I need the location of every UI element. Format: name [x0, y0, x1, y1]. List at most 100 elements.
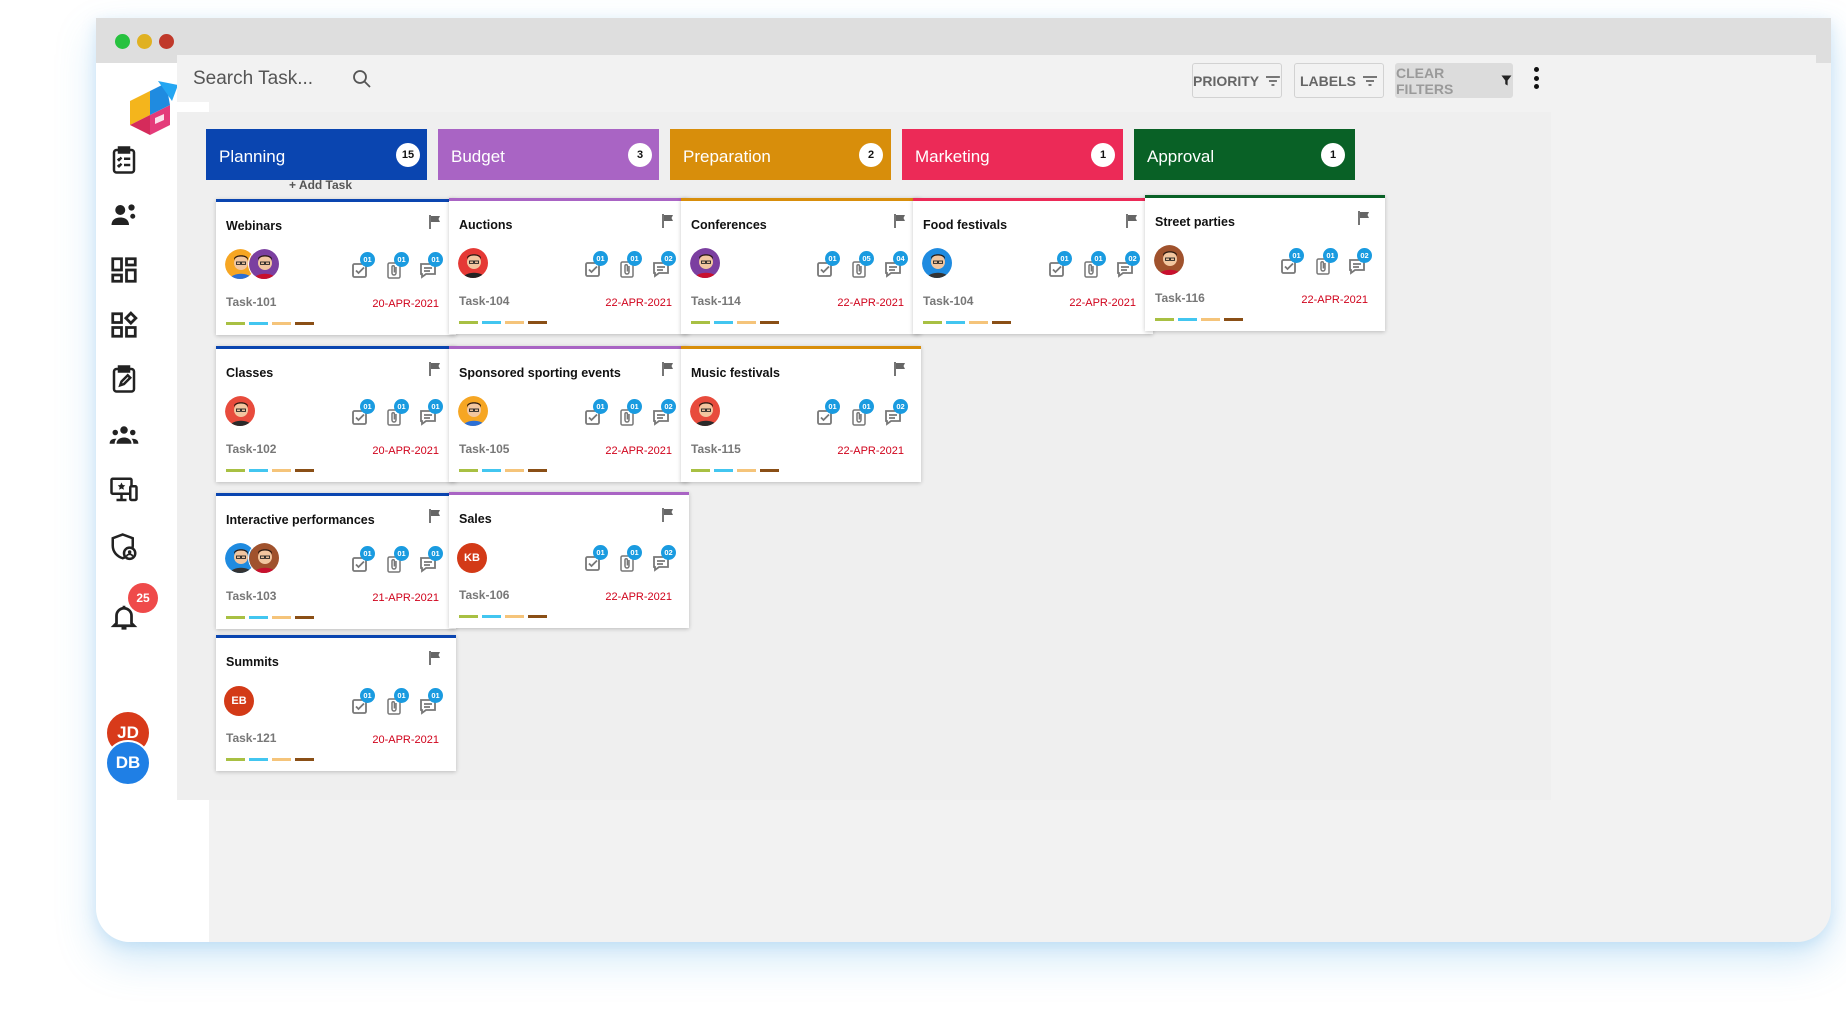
label-chip[interactable] — [459, 321, 478, 324]
priority-filter-button[interactable]: PRIORITY — [1192, 63, 1282, 98]
label-chip[interactable] — [482, 469, 501, 472]
assignee-avatar[interactable] — [457, 395, 489, 427]
assignee-avatar[interactable] — [224, 395, 256, 427]
label-chip[interactable] — [505, 469, 524, 472]
label-chip[interactable] — [969, 321, 988, 324]
stat-attachment[interactable]: 05 — [849, 251, 874, 279]
label-chip[interactable] — [272, 322, 291, 325]
search-input[interactable] — [193, 64, 423, 94]
label-chip[interactable] — [295, 469, 314, 472]
stat-comment[interactable]: 02 — [651, 545, 676, 573]
user-avatar-db[interactable]: DB — [105, 740, 151, 786]
flag-icon[interactable] — [892, 213, 908, 229]
column-header-planning[interactable]: Planning 15 — [206, 129, 427, 180]
assignee-initials-avatar[interactable]: KB — [457, 543, 487, 573]
stat-attachment[interactable]: 01 — [617, 251, 642, 279]
label-chip[interactable] — [459, 615, 478, 618]
label-chip[interactable] — [691, 321, 710, 324]
stat-comment[interactable]: 02 — [651, 399, 676, 427]
label-chip[interactable] — [528, 469, 547, 472]
edit-task-icon[interactable] — [107, 362, 141, 396]
label-chip[interactable] — [226, 758, 245, 761]
more-options-icon[interactable] — [1531, 67, 1541, 89]
assignee-avatar[interactable] — [457, 247, 489, 279]
stat-attachment[interactable]: 01 — [384, 399, 409, 427]
stat-comment[interactable]: 02 — [883, 399, 908, 427]
stat-attachment[interactable]: 01 — [384, 688, 409, 716]
label-chip[interactable] — [295, 758, 314, 761]
flag-icon[interactable] — [1124, 213, 1140, 229]
flag-icon[interactable] — [427, 508, 443, 524]
stat-comment[interactable]: 04 — [883, 251, 908, 279]
column-header-preparation[interactable]: Preparation 2 — [670, 129, 891, 180]
stat-checklist[interactable]: 01 — [350, 399, 375, 427]
notifications-bell-icon[interactable] — [107, 600, 141, 634]
add-task-button[interactable]: + Add Task — [289, 178, 353, 192]
stat-comment[interactable]: 02 — [1347, 248, 1372, 276]
label-chip[interactable] — [760, 469, 779, 472]
stat-comment[interactable]: 01 — [418, 688, 443, 716]
stat-comment[interactable]: 01 — [418, 399, 443, 427]
label-chip[interactable] — [1155, 318, 1174, 321]
label-chip[interactable] — [1201, 318, 1220, 321]
stat-checklist[interactable]: 01 — [1047, 251, 1072, 279]
column-header-budget[interactable]: Budget 3 — [438, 129, 659, 180]
label-chip[interactable] — [226, 322, 245, 325]
stat-checklist[interactable]: 01 — [1279, 248, 1304, 276]
label-chip[interactable] — [505, 615, 524, 618]
assignee-initials-avatar[interactable]: EB — [224, 686, 254, 716]
stat-checklist[interactable]: 01 — [350, 252, 375, 280]
label-chip[interactable] — [923, 321, 942, 324]
team-icon[interactable] — [107, 418, 141, 452]
widgets-icon[interactable] — [107, 308, 141, 342]
stat-attachment[interactable]: 01 — [849, 399, 874, 427]
stat-checklist[interactable]: 01 — [815, 251, 840, 279]
flag-icon[interactable] — [427, 214, 443, 230]
security-shield-icon[interactable] — [107, 530, 141, 564]
label-chip[interactable] — [459, 469, 478, 472]
flag-icon[interactable] — [1356, 210, 1372, 226]
stat-attachment[interactable]: 01 — [384, 546, 409, 574]
assignee-avatar[interactable] — [689, 395, 721, 427]
stat-comment[interactable]: 01 — [418, 252, 443, 280]
stat-comment[interactable]: 02 — [651, 251, 676, 279]
label-chip[interactable] — [226, 469, 245, 472]
assignee-avatar[interactable] — [921, 247, 953, 279]
label-chip[interactable] — [482, 615, 501, 618]
assignee-avatar[interactable] — [248, 542, 280, 574]
dashboard-icon[interactable] — [107, 253, 141, 287]
assignee-avatar[interactable] — [689, 247, 721, 279]
label-chip[interactable] — [226, 616, 245, 619]
label-chip[interactable] — [295, 322, 314, 325]
stat-attachment[interactable]: 01 — [384, 252, 409, 280]
label-chip[interactable] — [528, 615, 547, 618]
label-chip[interactable] — [1224, 318, 1243, 321]
stat-attachment[interactable]: 01 — [617, 399, 642, 427]
assignee-avatar[interactable] — [224, 248, 256, 280]
user-settings-icon[interactable] — [107, 198, 141, 232]
label-chip[interactable] — [249, 758, 268, 761]
stat-checklist[interactable]: 01 — [350, 688, 375, 716]
tasks-clipboard-icon[interactable] — [107, 143, 141, 177]
app-logo-icon[interactable] — [128, 81, 178, 137]
label-chip[interactable] — [992, 321, 1011, 324]
label-chip[interactable] — [528, 321, 547, 324]
stat-attachment[interactable]: 01 — [1313, 248, 1338, 276]
stat-checklist[interactable]: 01 — [350, 546, 375, 574]
stat-attachment[interactable]: 01 — [1081, 251, 1106, 279]
devices-star-icon[interactable] — [107, 473, 141, 507]
window-minimize-button[interactable] — [137, 34, 152, 49]
label-chip[interactable] — [737, 469, 756, 472]
assignee-avatar[interactable] — [224, 542, 256, 574]
label-chip[interactable] — [272, 758, 291, 761]
flag-icon[interactable] — [660, 507, 676, 523]
label-chip[interactable] — [249, 469, 268, 472]
